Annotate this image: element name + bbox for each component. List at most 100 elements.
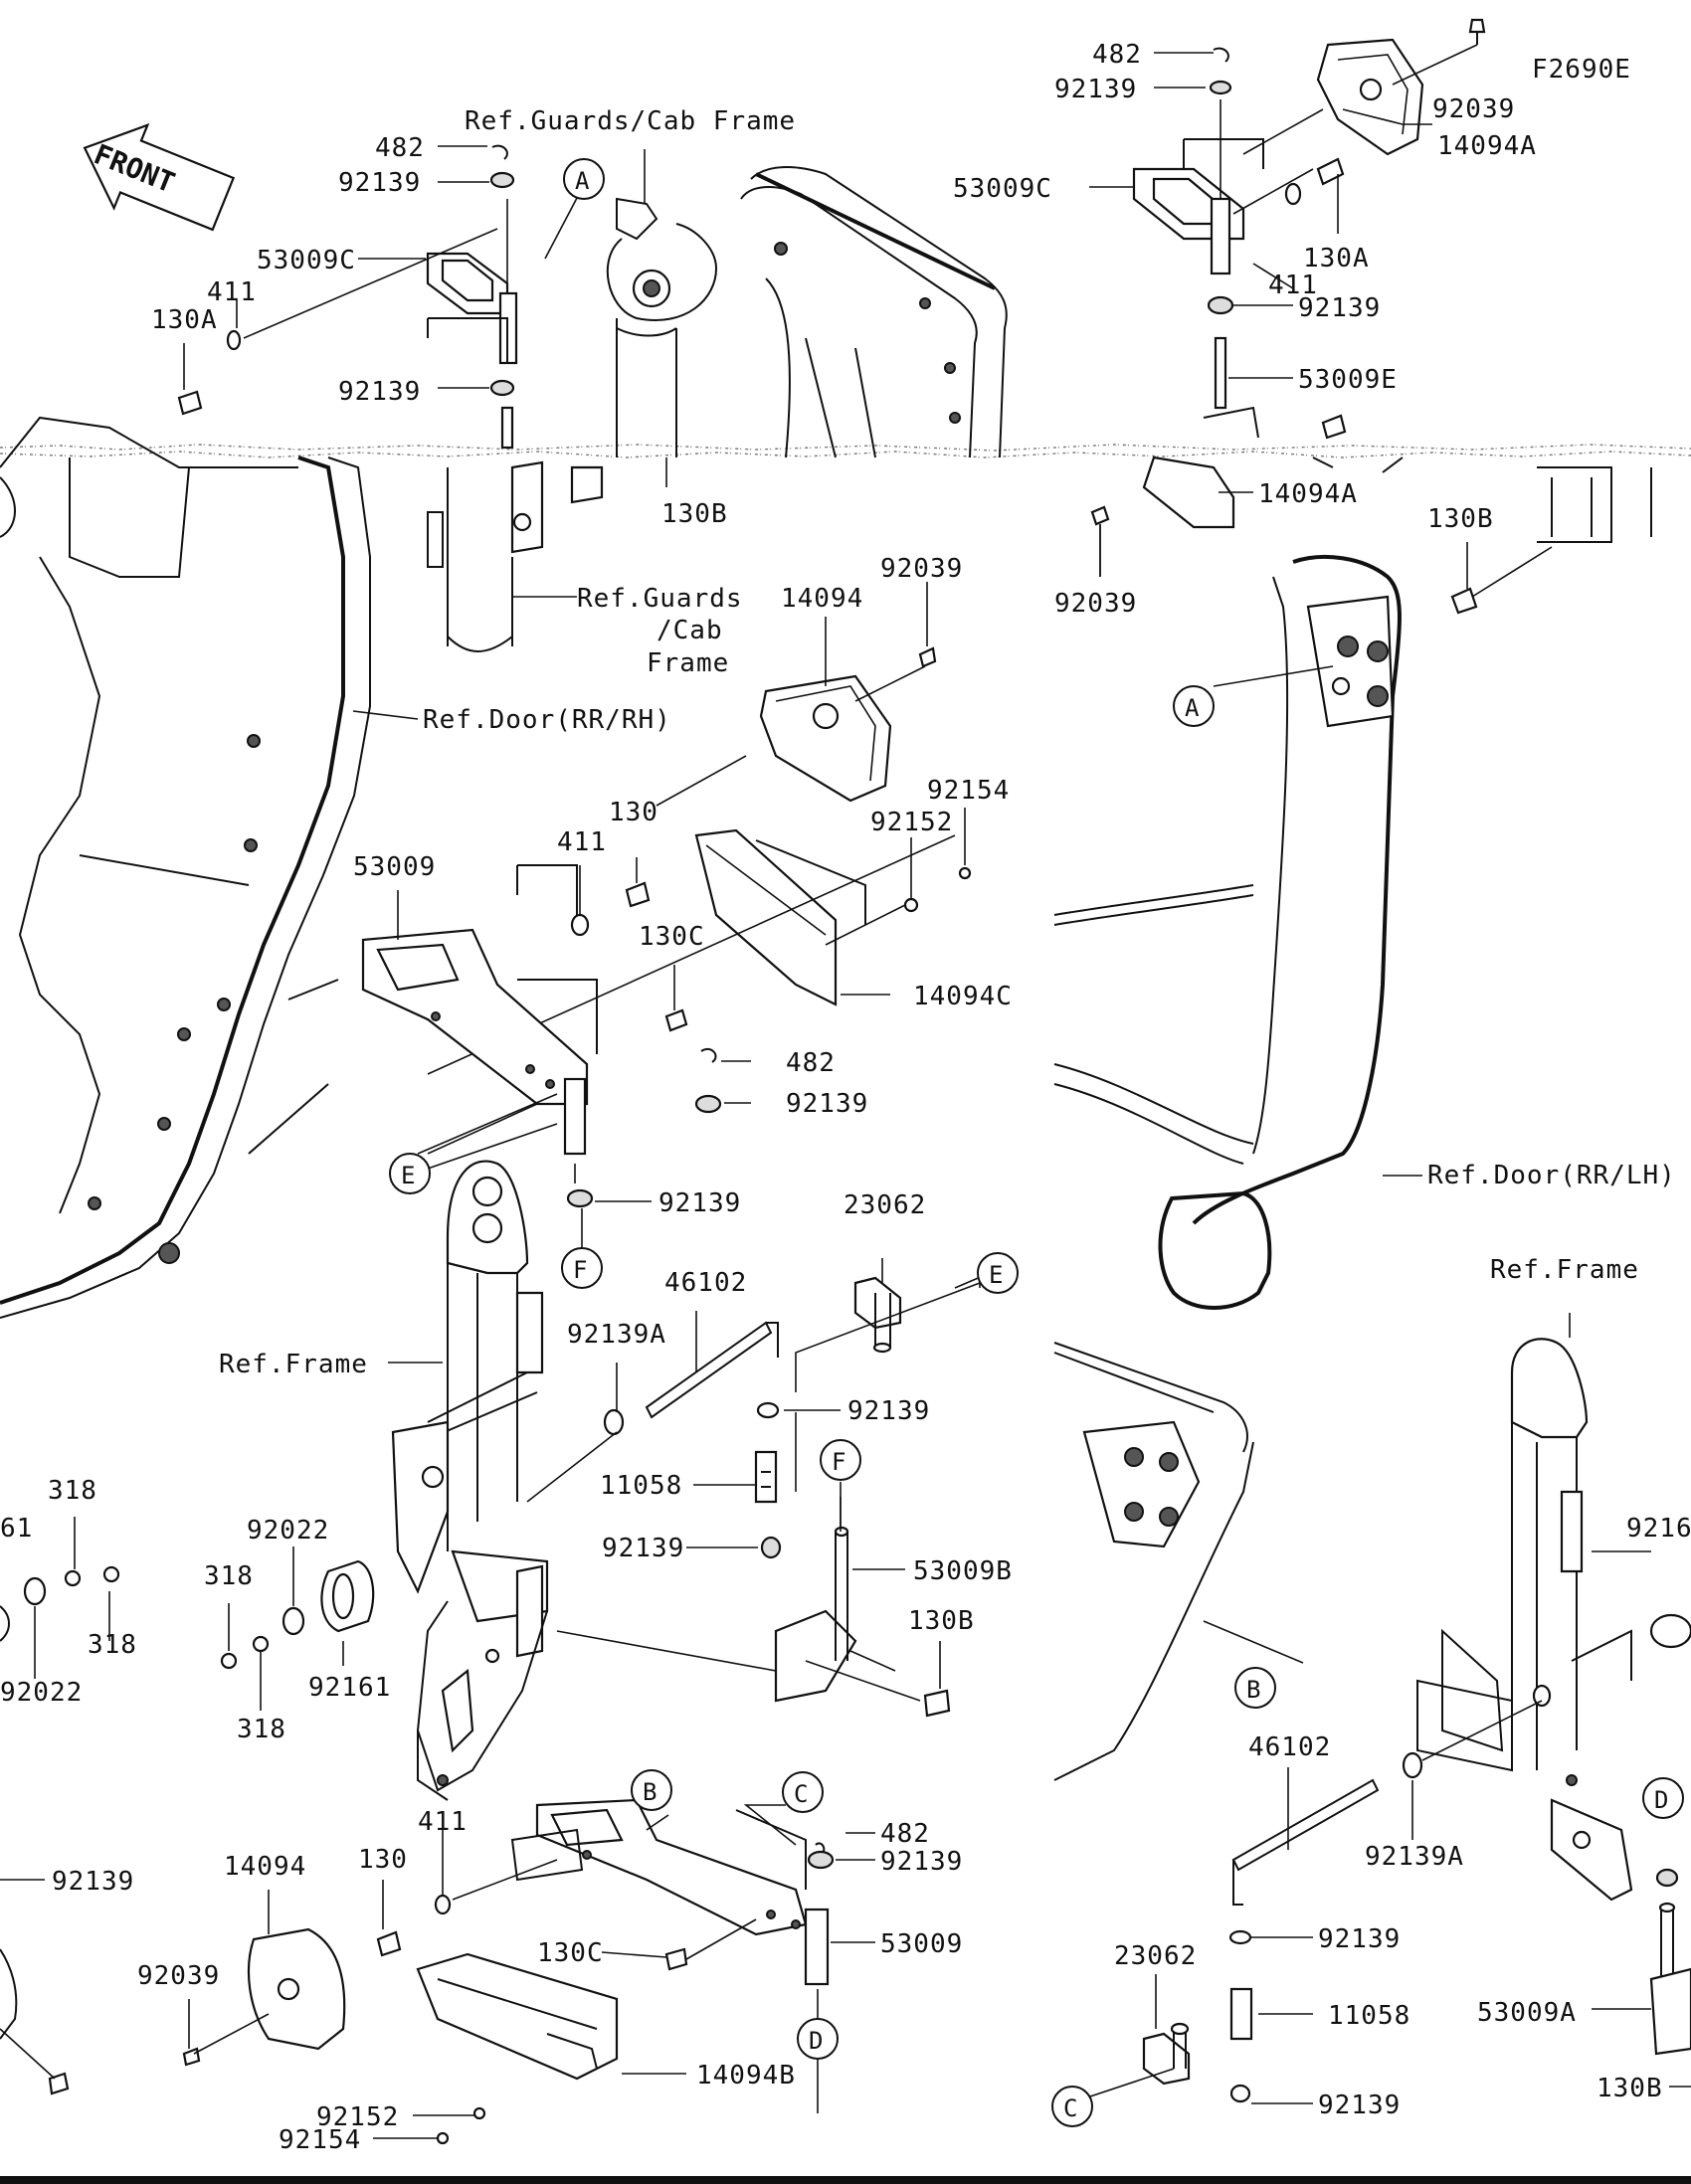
label-14094A-mid: 14094A <box>1258 479 1358 509</box>
svg-text:B: B <box>643 1778 657 1806</box>
svg-text:F: F <box>573 1256 587 1284</box>
label-92139-low: 92139 <box>880 1847 963 1877</box>
label-130C-mid: 130C <box>639 922 705 952</box>
label-92022-left: 92022 <box>0 1678 83 1708</box>
door-rr-lh <box>1053 555 1402 1781</box>
label-11058-mid: 11058 <box>600 1471 682 1501</box>
label-14094B: 14094B <box>696 2061 796 2091</box>
label-92139-edge: 92139 <box>52 1867 134 1897</box>
middle-hinge-group <box>526 1276 981 1718</box>
callout-F-left: F <box>561 1247 603 1289</box>
label-92022-mid: 92022 <box>247 1516 329 1546</box>
scan-seam <box>0 444 1691 458</box>
callout-F-mid: F <box>820 1439 861 1481</box>
label-482-low: 482 <box>880 1819 930 1849</box>
upper-left-hinge <box>177 144 604 652</box>
label-92039-top: 92039 <box>1432 94 1515 124</box>
label-92139-hinge2: 92139 <box>602 1534 684 1563</box>
label-318-d: 318 <box>237 1715 286 1744</box>
upper-right-hinge <box>1090 18 1652 615</box>
label-53009-low: 53009 <box>880 1929 963 1959</box>
label-411-right: 411 <box>1268 271 1318 300</box>
label-130A-right: 130A <box>1303 244 1370 273</box>
label-92139-top: 92139 <box>1054 75 1137 104</box>
svg-text:C: C <box>1063 2094 1077 2122</box>
label-92154-mid: 92154 <box>927 776 1010 806</box>
label-411-mid: 411 <box>557 827 607 857</box>
label-92039-mid: 92039 <box>1054 589 1137 619</box>
label-ref-frame-left: Ref.Frame <box>219 1350 368 1379</box>
label-130-low: 130 <box>358 1845 408 1875</box>
lower-center-hinge <box>0 1798 835 2145</box>
label-53009A: 53009A <box>1477 1998 1577 2028</box>
svg-text:A: A <box>575 167 590 195</box>
label-14094C: 14094C <box>913 982 1013 1011</box>
callout-E-right: E <box>977 1252 1019 1294</box>
label-92139-right: 92139 <box>1298 293 1381 323</box>
label-11058-right: 11058 <box>1328 2001 1410 2031</box>
label-92139-rh1: 92139 <box>1318 1924 1401 1954</box>
right-frame-post <box>1142 1338 1691 2103</box>
label-130B-mid: 130B <box>661 499 728 529</box>
label-ref-door-rh: Ref.Door(RR/RH) <box>423 705 671 735</box>
label-92139-mid: 92139 <box>786 1089 868 1119</box>
label-92139A-right: 92139A <box>1365 1842 1464 1872</box>
callout-C-low: C <box>782 1771 824 1813</box>
diagram-code: F2690E <box>1532 55 1631 85</box>
label-ref-guards-mid-3: Frame <box>647 648 729 678</box>
callout-B-right: B <box>1234 1667 1276 1709</box>
svg-text:C: C <box>794 1780 808 1808</box>
front-arrow-icon: FRONT <box>83 122 236 232</box>
label-92139-left: 92139 <box>338 168 421 198</box>
callout-A-right: A <box>1173 685 1215 727</box>
svg-text:E: E <box>989 1261 1003 1289</box>
callout-B-low: B <box>631 1769 672 1811</box>
label-92139-hinge: 92139 <box>847 1396 930 1426</box>
label-46102-right: 46102 <box>1248 1732 1331 1762</box>
label-92161: 92161 <box>308 1673 391 1703</box>
center-hinge-53009 <box>248 864 598 1208</box>
label-9216-edge: 9216 <box>1626 1514 1691 1544</box>
label-92152-mid: 92152 <box>870 808 953 837</box>
callout-E-left: E <box>389 1153 431 1194</box>
label-130B-low: 130B <box>908 1606 975 1636</box>
label-14094A-top: 14094A <box>1437 131 1537 161</box>
bottom-border <box>0 2176 1691 2184</box>
label-14094-mid: 14094 <box>781 584 863 614</box>
label-411-low: 411 <box>418 1807 468 1837</box>
svg-text:D: D <box>1654 1786 1668 1814</box>
label-53009C-left: 53009C <box>257 246 356 275</box>
label-482-left: 482 <box>375 133 425 163</box>
rubber-stopper-parts <box>0 1559 375 1670</box>
label-61-edge: 61 <box>0 1514 33 1544</box>
label-130B-right-low: 130B <box>1597 2074 1663 2103</box>
callout-markers: A A E F E F B B <box>389 158 1684 2127</box>
label-130A-left: 130A <box>151 305 218 335</box>
svg-text:E: E <box>401 1162 415 1189</box>
center-covers <box>427 646 972 1114</box>
label-92139-left2: 92139 <box>338 377 421 407</box>
part-labels: 482 92139 92039 14094A 53009C 130A 411 9… <box>0 40 1691 2155</box>
label-23062-right: 23062 <box>1114 1941 1197 1971</box>
svg-text:F: F <box>832 1448 846 1476</box>
label-92154-low: 92154 <box>279 2125 361 2155</box>
label-ref-guards-mid-1: Ref.Guards <box>577 584 743 614</box>
label-130C-low: 130C <box>537 1938 604 1968</box>
label-53009E: 53009E <box>1298 365 1398 395</box>
left-frame-post <box>391 1160 549 1801</box>
label-53009C-right: 53009C <box>953 174 1052 204</box>
callout-D-low: D <box>797 2018 839 2060</box>
label-92039-center: 92039 <box>880 554 963 584</box>
label-92152-low: 92152 <box>316 2102 399 2132</box>
svg-text:D: D <box>809 2027 823 2055</box>
callout-A-top: A <box>563 158 605 200</box>
label-14094-low: 14094 <box>224 1852 306 1882</box>
door-rr-rh <box>0 416 371 1319</box>
label-ref-frame-right: Ref.Frame <box>1490 1255 1639 1285</box>
label-318-b: 318 <box>88 1630 137 1660</box>
label-53009-mid: 53009 <box>353 852 436 882</box>
svg-text:B: B <box>1246 1676 1260 1704</box>
callout-C-right: C <box>1051 2086 1093 2127</box>
label-92039-low: 92039 <box>137 1961 220 1991</box>
